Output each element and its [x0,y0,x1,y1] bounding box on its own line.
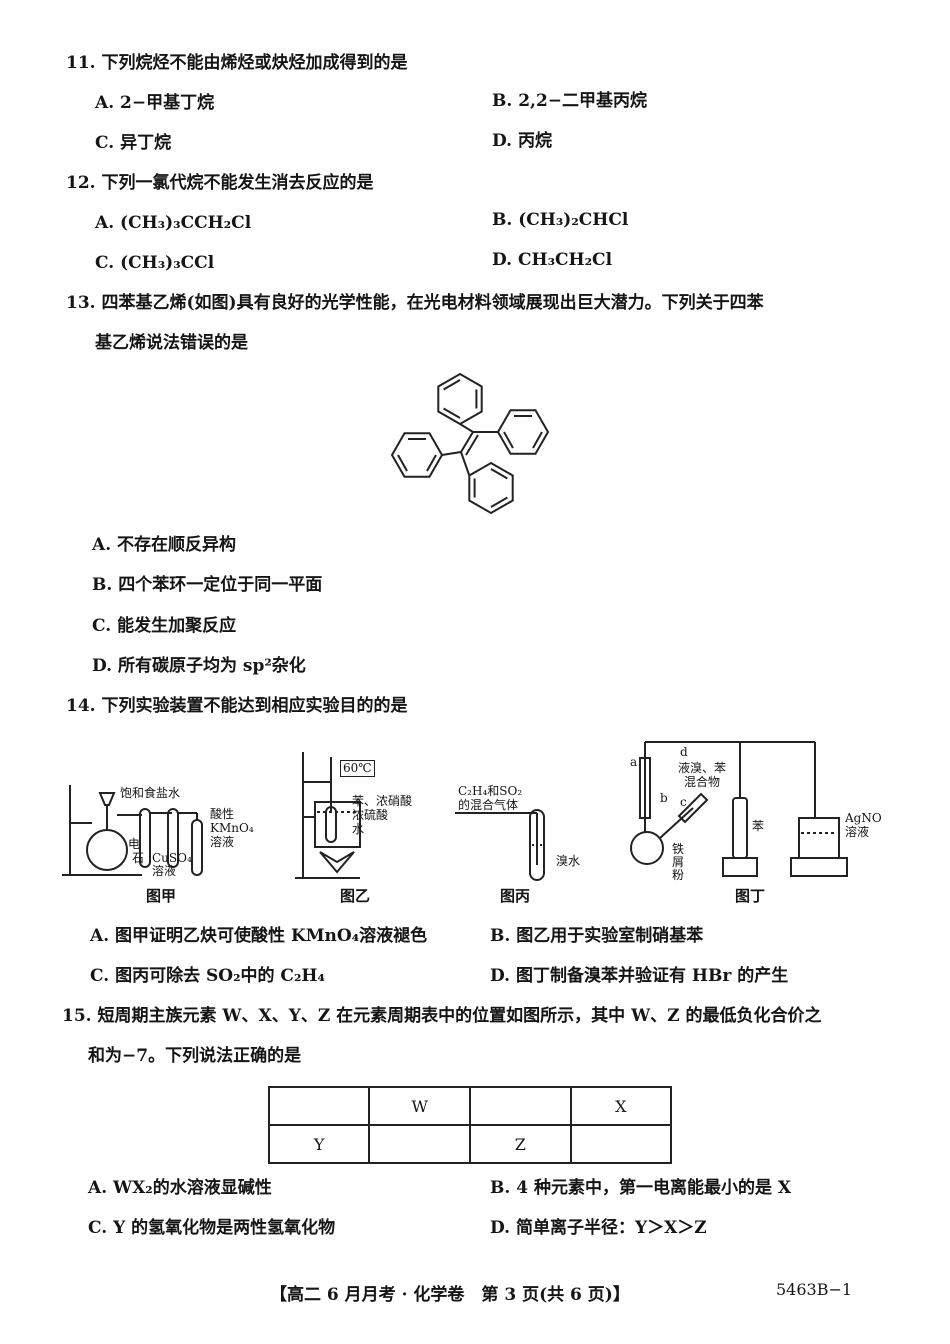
fig-ding-label-a: a [630,755,638,769]
fig-ding-mix-label-2: 混合物 [684,775,721,789]
periodic-table-fragment: W X Y Z [267,1086,673,1164]
table-cell [469,1086,572,1126]
q12-option-b: B. (CH₃)₂CHCl [492,210,629,230]
fig-yi-water-label: 水 [352,822,365,836]
fig-bing-gas-label-2: 的混合气体 [458,798,519,812]
fig-jia-electrode-label-2: 石 [132,851,145,865]
figure-bing-apparatus [455,809,545,881]
table-cell: Z [469,1124,572,1164]
fig-yi-mix-label-1: 苯、浓硝酸 [352,794,413,808]
figure-yi-apparatus [295,752,361,879]
fig-jia-kmno4-label-2: KMnO₄ [210,821,254,835]
fig-jia-brine-label: 饱和食盐水 [120,786,181,800]
fig-jia-kmno4-label-1: 酸性 [210,807,235,821]
q13-stem-line2: 基乙烯说法错误的是 [95,333,248,353]
fig-ding-iron-label-3: 粉 [672,868,685,882]
figure-jia-apparatus [62,785,203,876]
fig-bing-bromine-label: 溴水 [556,854,581,868]
q13-stem-line1: 13. 四苯基乙烯(如图)具有良好的光学性能，在光电材料领域展现出巨大潜力。下列… [66,293,764,313]
q12-stem: 12. 下列一氯代烷不能发生消去反应的是 [66,173,374,193]
q15-stem-line1: 15. 短周期主族元素 W、X、Y、Z 在元素周期表中的位置如图所示，其中 W、… [62,1006,822,1026]
q11-option-c: C. 异丁烷 [95,133,172,153]
q12-option-a: A. (CH₃)₃CCH₂Cl [95,213,252,233]
q13-option-c: C. 能发生加聚反应 [92,616,237,636]
fig-jia-cuso4-label-1: CuSO₄ [152,851,192,865]
page-code: 5463B−1 [776,1280,853,1299]
fig-ding-agno3-label-1: AgNO [845,811,882,825]
q12-option-c: C. (CH₃)₃CCl [95,253,215,273]
q15-option-a: A. WX₂的水溶液显碱性 [88,1178,272,1198]
table-cell [569,1124,673,1164]
fig-jia-cuso4-label-2: 溶液 [152,864,177,878]
q14-stem: 14. 下列实验装置不能达到相应实验目的的是 [66,696,408,716]
fig-jia-electrode-label-1: 电 [128,837,141,851]
fig-ding-label-b: b [660,791,668,805]
q14-option-b: B. 图乙用于实验室制硝基苯 [490,926,704,946]
table-cell: W [368,1086,472,1126]
fig-bing-caption: 图丙 [500,887,531,905]
tetraphenylethylene-structure [390,372,550,515]
table-cell: Y [267,1124,371,1164]
q11-option-d: D. 丙烷 [492,131,552,151]
fig-ding-agno3-label-2: 溶液 [845,825,870,839]
q15-option-d: D. 简单离子半径：Y＞X＞Z [490,1218,707,1238]
q13-option-d: D. 所有碳原子均为 sp²杂化 [92,656,306,676]
figure-ding-apparatus [630,741,848,877]
table-cell [267,1086,371,1126]
q14-option-c: C. 图丙可除去 SO₂中的 C₂H₄ [90,966,325,986]
fig-yi-caption: 图乙 [340,887,371,905]
table-cell [368,1124,472,1164]
q12-option-d: D. CH₃CH₂Cl [492,250,613,270]
page-footer: 【高二 6 月月考 · 化学卷 第 3 页(共 6 页)】 [270,1285,630,1305]
fig-jia-caption: 图甲 [146,887,177,905]
fig-ding-caption: 图丁 [735,887,766,905]
fig-yi-mix-label-2: 浓硫酸 [352,808,389,822]
table-row: W X [267,1086,673,1126]
table-cell: X [569,1086,673,1126]
q14-option-d: D. 图丁制备溴苯并验证有 HBr 的产生 [490,966,789,986]
fig-yi-temp-label: 60℃ [340,760,375,777]
q14-option-a: A. 图甲证明乙炔可使酸性 KMnO₄溶液褪色 [90,926,428,946]
fig-bing-gas-label-1: C₂H₄和SO₂ [458,784,523,798]
q15-stem-line2: 和为−7。下列说法正确的是 [88,1046,302,1066]
q13-option-b: B. 四个苯环一定位于同一平面 [92,575,323,595]
q13-option-a: A. 不存在顺反异构 [92,535,237,555]
fig-ding-iron-label-2: 屑 [672,855,685,869]
q11-stem: 11. 下列烷烃不能由烯烃或炔烃加成得到的是 [66,53,408,73]
fig-ding-label-c: c [680,795,687,809]
fig-ding-label-d: d [680,745,688,759]
table-row: Y Z [267,1124,673,1164]
fig-ding-mix-label-1: 液溴、苯 [678,761,727,775]
fig-jia-kmno4-label-3: 溶液 [210,835,235,849]
fig-ding-benzene-label: 苯 [752,819,765,833]
q15-option-c: C. Y 的氢氧化物是两性氢氧化物 [88,1218,336,1238]
fig-ding-iron-label-1: 铁 [672,842,685,856]
q11-option-a: A. 2−甲基丁烷 [95,93,215,113]
q15-option-b: B. 4 种元素中，第一电离能最小的是 X [490,1178,792,1198]
q11-option-b: B. 2,2−二甲基丙烷 [492,91,648,111]
